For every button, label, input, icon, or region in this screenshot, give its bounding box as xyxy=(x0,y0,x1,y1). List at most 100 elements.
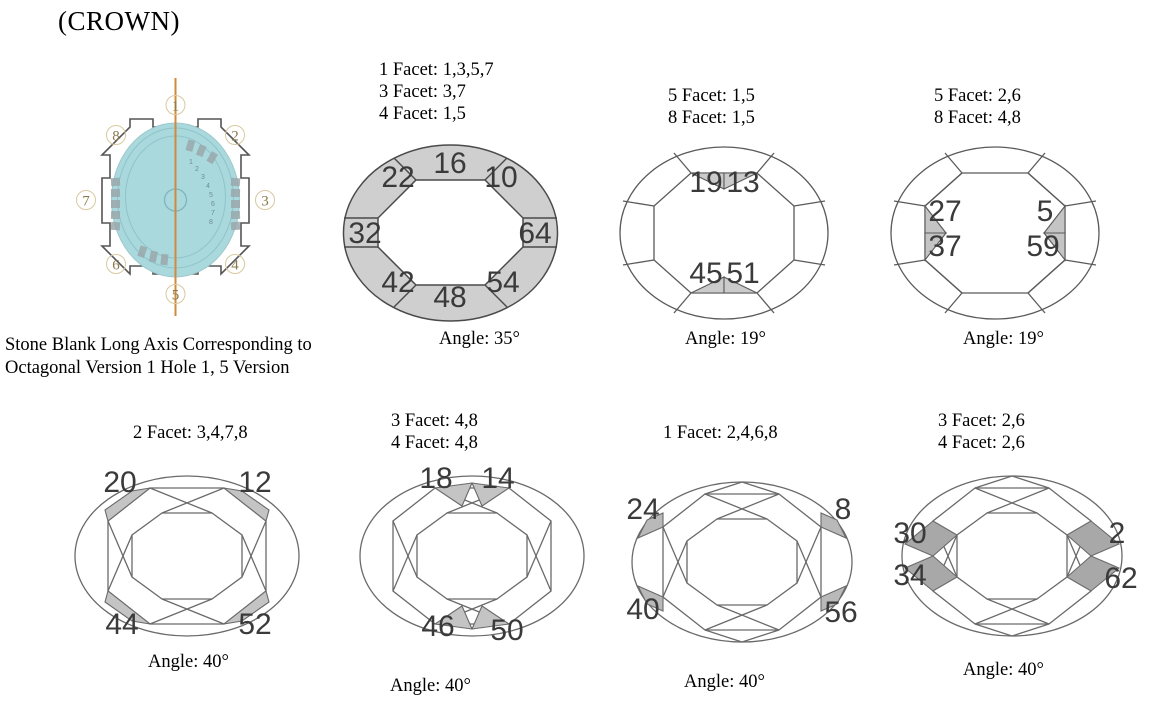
girdle-outline xyxy=(74,475,300,637)
svg-text:8: 8 xyxy=(209,219,213,226)
number-44: 44 xyxy=(105,608,138,641)
shaded-facets xyxy=(636,512,848,612)
svg-text:6: 6 xyxy=(211,201,215,208)
shaded-facet-13 xyxy=(723,172,758,190)
panel-1-angle-label: Angle: 19° xyxy=(685,329,766,349)
panel-6-angle-label: Angle: 40° xyxy=(963,660,1044,680)
number-13: 13 xyxy=(726,166,759,199)
panel-0-facet-note: 1 Facet: 1,3,5,7 3 Facet: 3,7 4 Facet: 1… xyxy=(379,60,494,124)
hole-label-1: 1 xyxy=(172,99,180,115)
panel-5-angle-label: Angle: 40° xyxy=(684,672,765,692)
shaded-facet-50 xyxy=(471,605,511,630)
ring-number-22: 22 xyxy=(381,161,414,194)
svg-text:5: 5 xyxy=(209,192,213,199)
panel-5-diagram: 24 8 40 56 xyxy=(625,472,860,652)
page-title: (CROWN) xyxy=(58,6,180,36)
panel-3-facet-note: 2 Facet: 3,4,7,8 xyxy=(133,423,248,443)
ring-segment-dividers xyxy=(344,157,557,308)
shaded-facet-46 xyxy=(433,605,473,630)
number-20: 20 xyxy=(103,466,136,499)
shaded-facet-37 xyxy=(924,232,948,262)
hole-label-7: 7 xyxy=(82,194,90,210)
number-37: 37 xyxy=(928,230,961,263)
panel-2-diagram: 27 5 37 59 xyxy=(888,143,1103,323)
shaded-facet-14 xyxy=(471,482,511,507)
number-34: 34 xyxy=(893,559,926,592)
shaded-facets xyxy=(104,487,270,625)
stone-blank-holder-diagram: 1 2 3 4 5 6 7 8 1 2 3 4 5 6 7 xyxy=(35,60,325,330)
number-51: 51 xyxy=(726,257,759,290)
panel-5-facet-note: 1 Facet: 2,4,6,8 xyxy=(663,423,778,443)
star-facet-lines xyxy=(662,481,822,643)
ring-number-10: 10 xyxy=(484,161,517,194)
octagon-table-sides-svg: 27 5 37 59 xyxy=(890,146,1100,320)
panel-0-angle-label: Angle: 35° xyxy=(439,329,520,349)
shaded-facet-56 xyxy=(820,584,848,612)
hole-label-4: 4 xyxy=(231,258,239,274)
panel-4-diagram: 18 14 46 50 xyxy=(355,462,590,647)
holder-svg: 1 2 3 4 5 6 7 8 1 2 3 4 5 6 7 xyxy=(76,78,275,316)
girdle-outline xyxy=(901,475,1123,637)
shaded-facet-52 xyxy=(223,590,270,625)
number-45: 45 xyxy=(689,257,722,290)
holder-scale-digits: 1 2 3 4 5 6 7 8 xyxy=(189,159,215,226)
shaded-facet-59 xyxy=(1042,232,1066,262)
shaded-facet-12 xyxy=(223,487,270,522)
brilliant-upper-lower-svg: 18 14 46 50 xyxy=(359,462,585,647)
shaded-facet-40 xyxy=(636,584,664,612)
girdle-outline xyxy=(631,481,853,643)
shaded-facet-34 xyxy=(903,555,958,592)
number-46: 46 xyxy=(421,610,454,643)
number-40: 40 xyxy=(626,593,659,626)
star-facet-lines xyxy=(392,487,552,625)
panel-3-diagram: 20 12 44 52 xyxy=(70,466,305,646)
number-19: 19 xyxy=(689,166,722,199)
girdle-outline xyxy=(359,475,585,637)
panel-4-facet-note: 3 Facet: 4,8 4 Facet: 4,8 xyxy=(391,411,478,453)
brilliant-sides-svg: 30 2 34 62 xyxy=(893,475,1138,637)
number-27: 27 xyxy=(928,195,961,228)
shaded-facet-24 xyxy=(636,512,664,540)
number-62: 62 xyxy=(1104,562,1137,595)
number-24: 24 xyxy=(626,493,659,526)
star-facet-lines xyxy=(107,487,267,625)
shaded-facets xyxy=(924,204,1066,262)
hole-label-2: 2 xyxy=(231,129,239,145)
number-8: 8 xyxy=(835,493,852,526)
brilliant-corners-svg: 20 12 44 52 xyxy=(74,466,300,641)
panel-3-angle-label: Angle: 40° xyxy=(148,652,229,672)
hole-label-3: 3 xyxy=(261,194,269,210)
hole-label-6: 6 xyxy=(112,258,120,274)
number-14: 14 xyxy=(481,462,514,495)
svg-text:2: 2 xyxy=(195,166,199,173)
table-spokes xyxy=(622,152,826,314)
holder-caption-line1: Stone Blank Long Axis Corresponding to xyxy=(5,335,312,355)
octagon-table-tb-svg: 19 13 45 51 xyxy=(619,146,829,320)
shaded-facet-44 xyxy=(104,590,151,625)
shaded-facets xyxy=(903,520,1121,592)
svg-text:3: 3 xyxy=(201,174,205,181)
ring-number-48: 48 xyxy=(433,281,466,314)
hole-label-5: 5 xyxy=(172,288,180,304)
ring-number-64: 64 xyxy=(518,217,551,250)
brilliant-diagonal-svg: 24 8 40 56 xyxy=(626,481,858,643)
number-12: 12 xyxy=(238,466,271,499)
holder-caption-line2: Octagonal Version 1 Hole 1, 5 Version xyxy=(5,358,290,378)
number-5: 5 xyxy=(1037,195,1054,228)
panel-0-diagram: 16 10 64 54 48 42 32 22 xyxy=(338,140,563,325)
shaded-facet-62 xyxy=(1066,555,1121,592)
panel-2-facet-note: 5 Facet: 2,6 8 Facet: 4,8 xyxy=(934,86,1021,128)
ring-number-42: 42 xyxy=(381,266,414,299)
svg-text:7: 7 xyxy=(211,210,215,217)
side-wedge-lines xyxy=(924,172,1066,294)
number-2: 2 xyxy=(1109,517,1126,550)
hole-label-8: 8 xyxy=(112,129,120,145)
number-52: 52 xyxy=(238,608,271,641)
number-50: 50 xyxy=(490,614,523,647)
holder-index-marks xyxy=(110,139,241,266)
panel-4-angle-label: Angle: 40° xyxy=(390,676,471,696)
shaded-facet-8 xyxy=(820,512,848,540)
svg-text:1: 1 xyxy=(189,159,193,166)
number-59: 59 xyxy=(1026,230,1059,263)
table-octagon xyxy=(653,172,795,294)
